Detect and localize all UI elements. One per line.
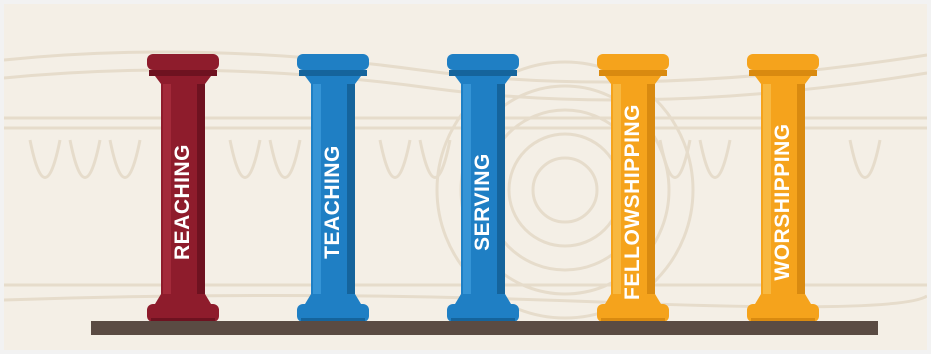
pillar-label-worshipping: WORSHIPPING: [771, 123, 794, 281]
pillar-serving: SERVING: [445, 52, 521, 328]
pillar-fellowshipping: FELLOWSHIPPING: [595, 52, 671, 328]
pillar-reaching: REACHING: [145, 52, 221, 328]
pillar-label-serving: SERVING: [471, 153, 494, 251]
pillar-worshipping: WORSHIPPING: [745, 52, 821, 328]
ground-base: [91, 321, 878, 335]
pillar-label-reaching: REACHING: [171, 144, 194, 261]
pillar-teaching: TEACHING: [295, 52, 371, 328]
pillar-label-teaching: TEACHING: [321, 145, 344, 259]
pillar-label-fellowshipping: FELLOWSHIPPING: [621, 104, 644, 300]
